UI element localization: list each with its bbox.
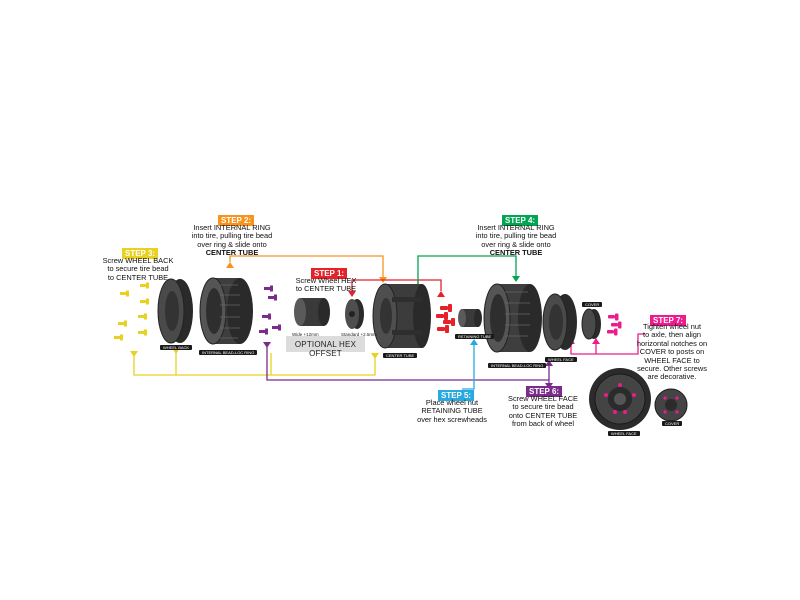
step6-text: Screw WHEEL FACE to secure tire bead ont… xyxy=(508,394,578,429)
step3-tag: STEP 3: xyxy=(122,248,159,259)
hex-wide-part xyxy=(294,298,330,326)
retaining-tube-part xyxy=(458,309,482,327)
internal-ring-left-label: INTERNAL BEAD-LOC RING xyxy=(199,350,258,355)
step5-connector xyxy=(462,345,475,390)
step3-screws xyxy=(114,282,149,341)
cover-label: COVER xyxy=(582,302,603,307)
cover-bottom-label: COVER xyxy=(662,421,683,426)
step6-connector xyxy=(266,345,550,386)
step7-text: Tighten wheel nut to axle, then align ho… xyxy=(636,322,708,382)
step7-tag: STEP 7: xyxy=(650,315,687,326)
step7-screws xyxy=(607,313,622,336)
step5-text: Place wheel nut RETAINING TUBE over hex … xyxy=(417,398,487,424)
wheel-face-bottom-label: WHEEL FACE xyxy=(608,431,640,436)
wheel-back-label: WHEEL BACK xyxy=(160,345,193,350)
step4-tag: STEP 4: xyxy=(502,215,539,226)
wheel-face-label: WHEEL FACE xyxy=(545,357,577,362)
hex-wide-label: Wide +12mm xyxy=(292,332,319,337)
step4-connector xyxy=(417,255,517,291)
step5-arrows xyxy=(470,339,478,345)
step5-tag: STEP 5: xyxy=(438,390,475,401)
step4-text: Insert INTERNAL RING into tire, pulling … xyxy=(475,223,557,258)
wheel-face-front-part xyxy=(589,368,651,430)
cover-side-part xyxy=(581,308,601,340)
hex-standard-part xyxy=(345,299,364,329)
step1-tag: STEP 1: xyxy=(311,268,348,279)
step2-connector xyxy=(229,255,384,280)
step7-connector xyxy=(570,333,645,355)
step2-tag: STEP 2: xyxy=(218,215,255,226)
hex-offset-title: OPTIONAL HEX OFFSET xyxy=(294,340,357,358)
center-tube-part xyxy=(372,283,431,349)
step1-arrows xyxy=(348,291,445,297)
internal-ring-left-part xyxy=(199,277,253,345)
step6-screws xyxy=(259,285,281,335)
wheel-face-side-part xyxy=(542,293,577,351)
center-tube-label: CENTER TUBE xyxy=(383,353,418,358)
hex-standard-label: Standard +2.5mm xyxy=(341,332,377,337)
hex-offset-box xyxy=(286,336,365,352)
retaining-tube-label: RETAINING TUBE xyxy=(455,334,495,339)
step3-text: Screw WHEEL BACK to secure tire bead to … xyxy=(102,256,174,282)
internal-ring-right-label: INTERNAL BEAD-LOC RING xyxy=(488,363,547,368)
step1-screws xyxy=(436,304,455,333)
wheel-back-part xyxy=(157,278,193,344)
step2-text: Insert INTERNAL RING into tire, pulling … xyxy=(191,223,273,258)
cover-front-part xyxy=(654,388,688,422)
step1-text: Screw Wheel HEX to CENTER TUBE xyxy=(295,276,357,294)
internal-ring-right-part xyxy=(483,283,542,353)
step6-tag: STEP 6: xyxy=(526,386,563,397)
step3-connector xyxy=(133,353,376,376)
